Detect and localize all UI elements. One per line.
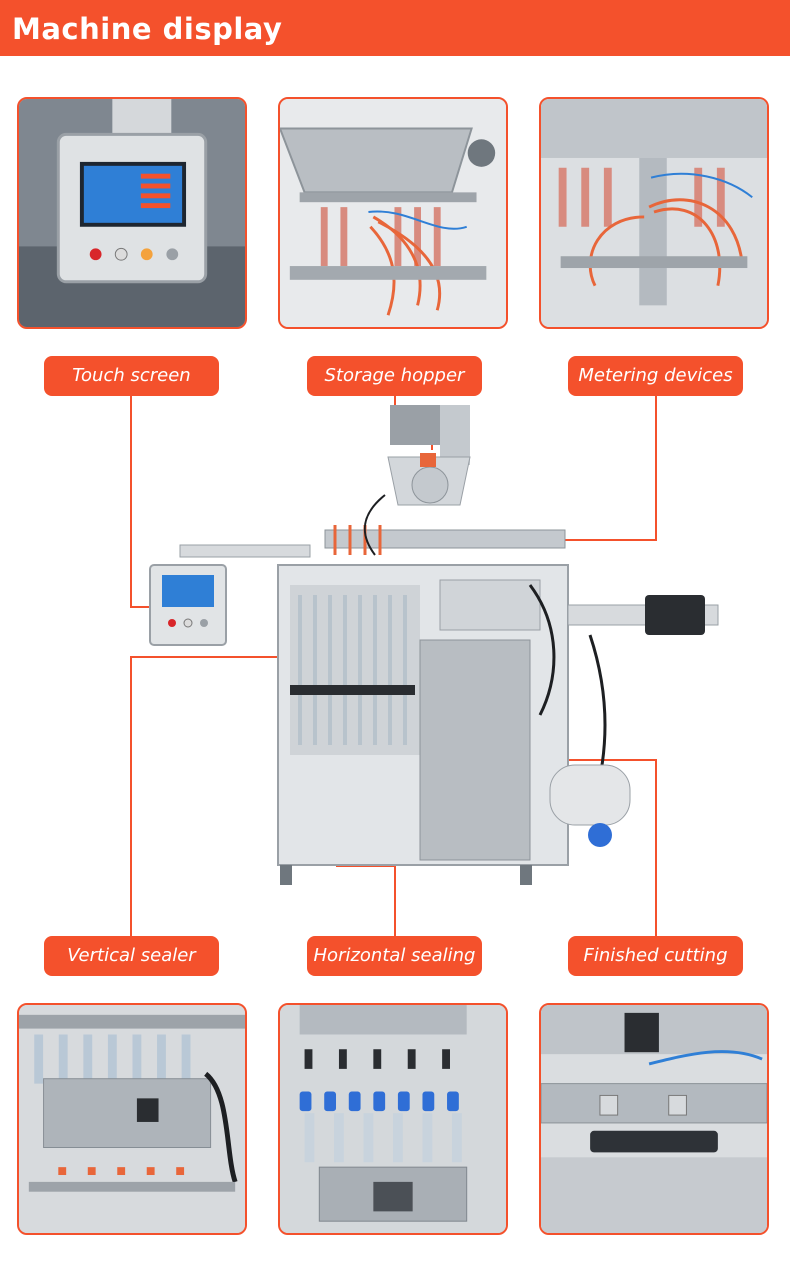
- page-title: Machine display: [12, 12, 283, 46]
- label-touch-screen: Touch screen: [44, 356, 219, 396]
- label-horizontal-sealing: Horizontal sealing: [307, 936, 482, 976]
- vertical-sealer-photo-icon: [19, 1005, 245, 1233]
- packing-machine-illustration-icon: [149, 405, 719, 885]
- horizontal-sealing-photo: [278, 1003, 508, 1235]
- label-finished-cutting: Finished cutting: [568, 936, 743, 976]
- control-panel-photo-icon: [19, 99, 245, 327]
- horizontal-sealer-photo-icon: [280, 1005, 506, 1233]
- metering-devices-photo: [539, 97, 769, 329]
- touch-screen-photo: [17, 97, 247, 329]
- header-bar: Machine display: [0, 0, 790, 56]
- hopper-photo-icon: [280, 99, 506, 327]
- cutter-photo-icon: [541, 1005, 767, 1233]
- metering-photo-icon: [541, 99, 767, 327]
- vertical-sealer-photo: [17, 1003, 247, 1235]
- label-storage-hopper: Storage hopper: [307, 356, 482, 396]
- label-metering-devices: Metering devices: [568, 356, 743, 396]
- label-vertical-sealer: Vertical sealer: [44, 936, 219, 976]
- finished-cutting-photo: [539, 1003, 769, 1235]
- storage-hopper-photo: [278, 97, 508, 329]
